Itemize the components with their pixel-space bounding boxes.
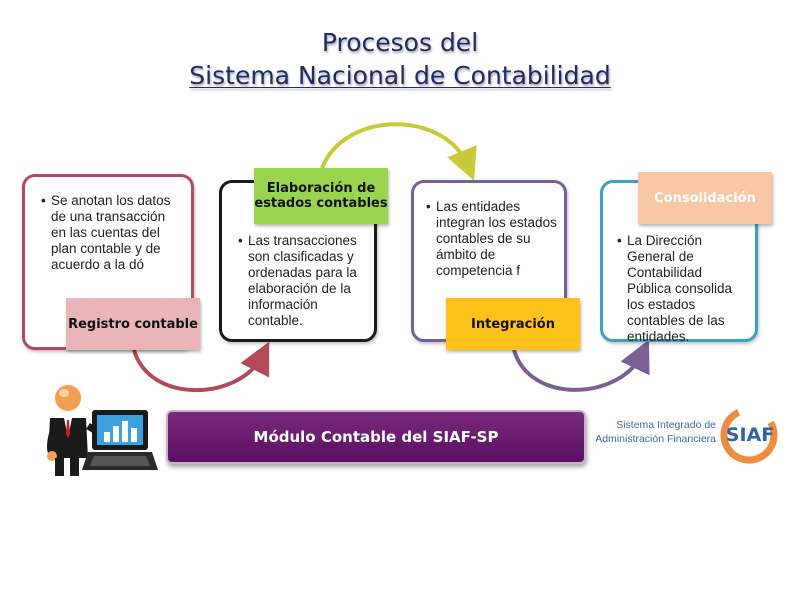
step-description: Se anotan los datos de una transacción e… bbox=[41, 193, 181, 273]
step-label-consolidacion: Consolidación bbox=[638, 172, 772, 224]
title-line-1: Procesos del bbox=[321, 28, 479, 57]
title-line-2: Sistema Nacional de Contabilidad bbox=[189, 61, 611, 90]
arrow-registro-to-elaboracion bbox=[132, 341, 270, 392]
siaf-logo-icon bbox=[720, 406, 778, 464]
siaf-logo-text: Sistema Integrado de Administración Fina… bbox=[594, 418, 716, 446]
page-title: Procesos del Sistema Nacional de Contabi… bbox=[0, 26, 800, 92]
step-label-elaboracion: Elaboración de estados contables bbox=[254, 168, 388, 224]
siaf-logo-line-2: Administración Financiera bbox=[595, 433, 716, 445]
arrow-integracion-to-consolidacion bbox=[512, 339, 650, 392]
siaf-logo-line-1: Sistema Integrado de bbox=[616, 419, 716, 431]
arrow-elaboracion-to-integracion bbox=[320, 122, 477, 181]
step-label-integracion: Integración bbox=[446, 298, 580, 350]
siaf-logo: Sistema Integrado de Administración Fina… bbox=[592, 404, 780, 468]
step-description: La Dirección General de Contabilidad Púb… bbox=[617, 233, 749, 345]
person-laptop-icon bbox=[47, 385, 158, 476]
siaf-wordmark: SIAF bbox=[725, 424, 775, 446]
step-description: Las entidades integran los estados conta… bbox=[426, 199, 558, 279]
module-contable-banner: Módulo Contable del SIAF-SP bbox=[166, 410, 586, 464]
step-description: Las transacciones son clasificadas y ord… bbox=[238, 233, 364, 329]
step-label-registro: Registro contable bbox=[66, 298, 200, 350]
